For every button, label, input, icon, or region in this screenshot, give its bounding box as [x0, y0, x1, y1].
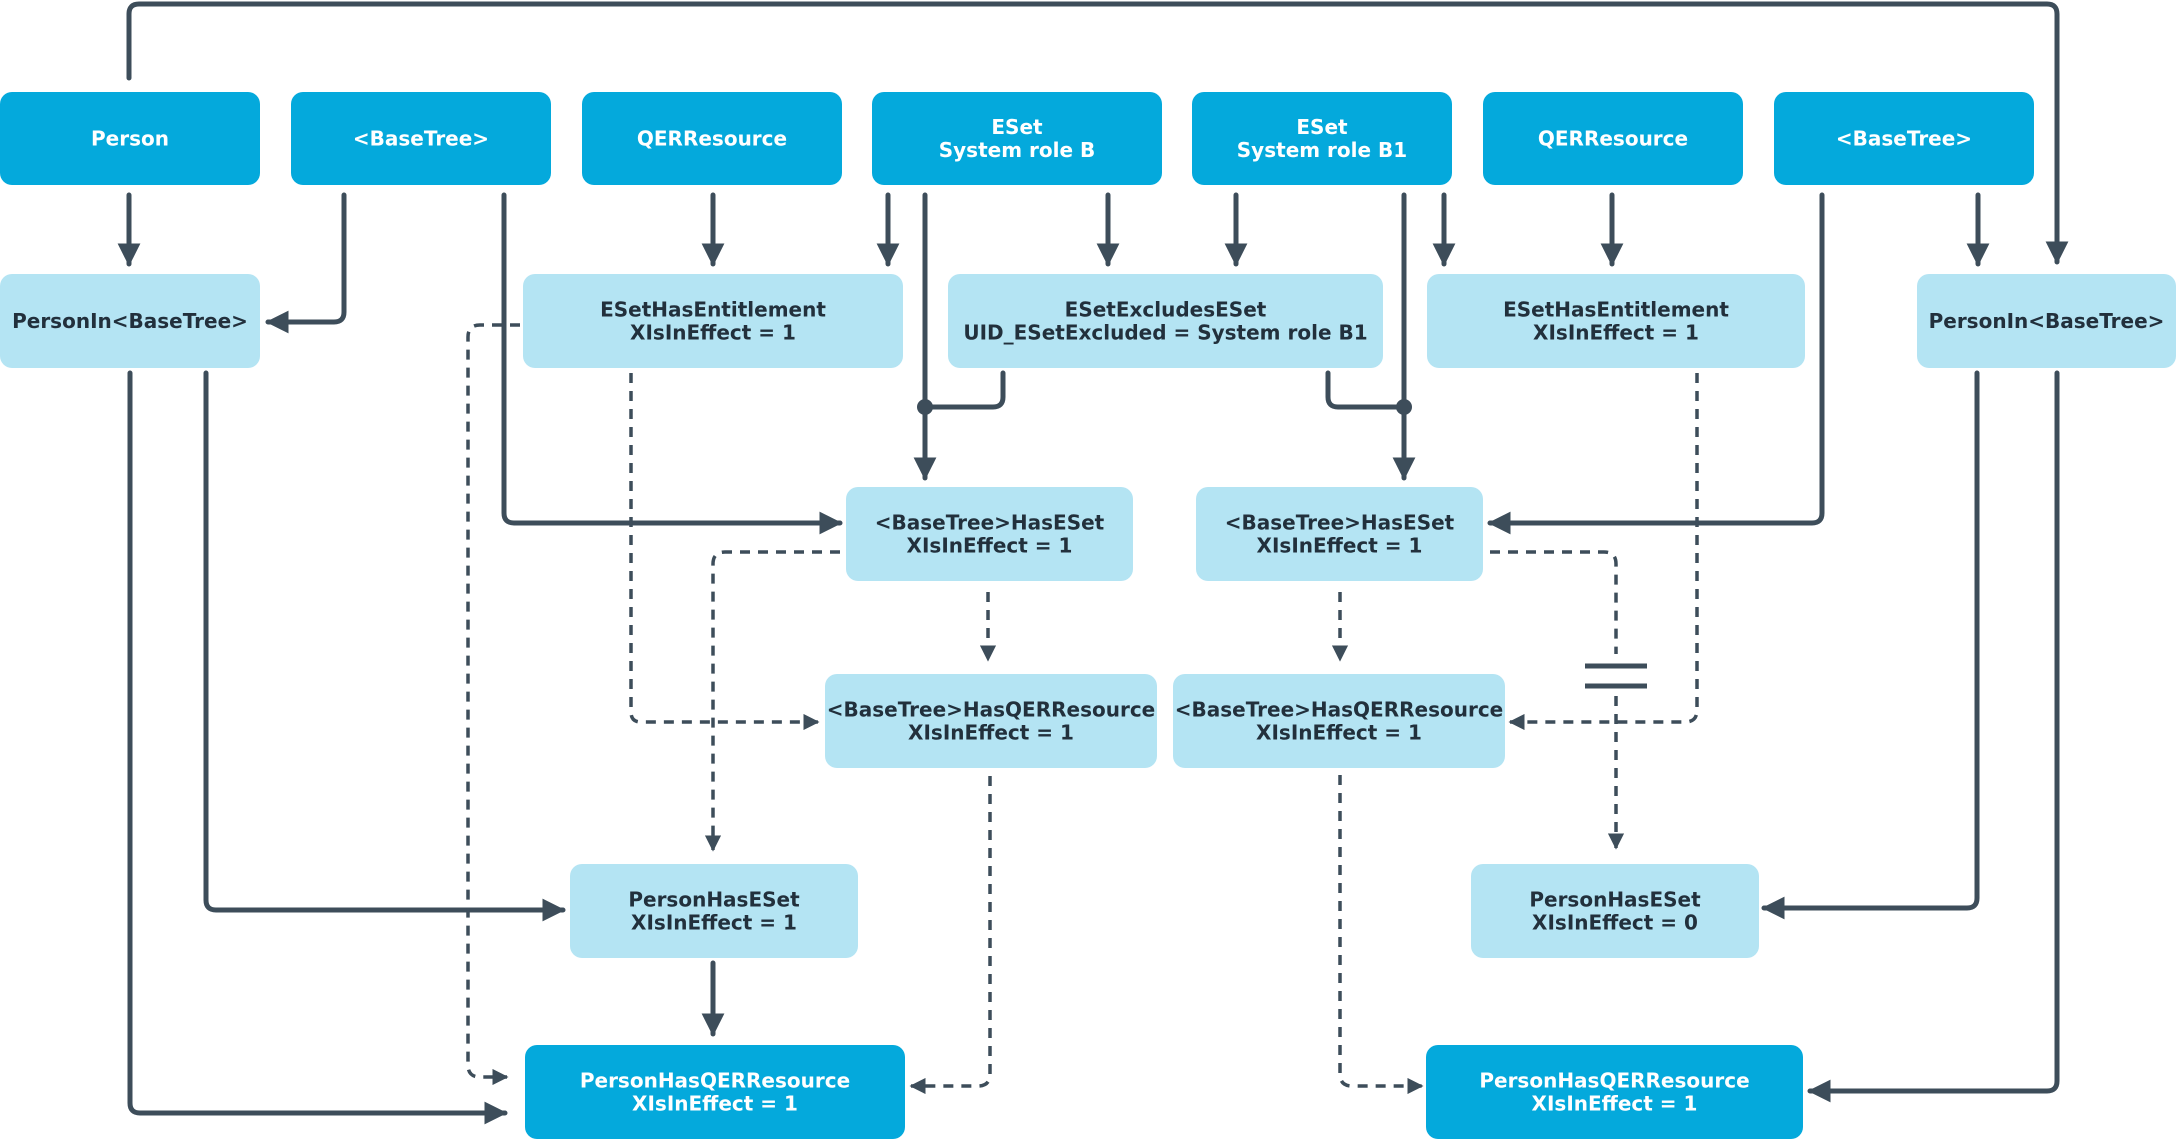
dashed-entitlement-left-to-hasqer-left	[629, 373, 820, 731]
dashed-entitlement-right-to-hasqer-right	[1508, 373, 1699, 731]
node-box	[1196, 487, 1483, 581]
node-box	[525, 1045, 905, 1139]
node-basetree-top-left: <BaseTree>	[291, 92, 551, 185]
node-box	[1917, 274, 2176, 368]
dashed-hasqer-left-to-personhasqer-left	[909, 776, 992, 1095]
node-box	[1483, 92, 1743, 185]
node-box	[1173, 674, 1505, 768]
node-basetree-top-right: <BaseTree>	[1774, 92, 2034, 185]
node-label-line: PersonIn<BaseTree>	[12, 309, 248, 333]
connector-basetree-to-hasEset-right	[1487, 192, 1825, 535]
node-label-line: XIsInEffect = 0	[1532, 911, 1698, 935]
node-label-line: UID_ESetExcluded = System role B1	[963, 321, 1367, 345]
node-label-line: XIsInEffect = 1	[907, 534, 1073, 558]
node-label-line: Person	[91, 127, 169, 151]
dashed-haseset-right-to-personhaseset-right-a	[1490, 550, 1618, 654]
node-label-line: PersonHasESet	[628, 888, 800, 912]
node-person-in-basetree-right: PersonIn<BaseTree>	[1917, 274, 2176, 368]
node-label-line: <BaseTree>HasQERResource	[827, 698, 1156, 722]
dashed-haseset-left-to-personhaseset-left	[704, 550, 840, 852]
node-label-line: <BaseTree>	[1836, 127, 1972, 151]
node-box	[846, 487, 1133, 581]
junction-dot-right	[1396, 399, 1412, 415]
node-person-top: Person	[0, 92, 260, 185]
node-label-line: <BaseTree>	[353, 127, 489, 151]
node-label-line: <BaseTree>HasESet	[875, 511, 1105, 535]
node-label-line: XIsInEffect = 1	[630, 321, 796, 345]
node-label-line: PersonHasQERResource	[580, 1069, 850, 1093]
node-label-line: QERResource	[637, 127, 787, 151]
node-box	[872, 92, 1162, 185]
node-label-line: XIsInEffect = 1	[1533, 321, 1699, 345]
node-label-line: PersonHasESet	[1529, 888, 1701, 912]
node-label-line: XIsInEffect = 1	[1257, 534, 1423, 558]
node-box	[0, 92, 260, 185]
connector-person-to-personin-right	[126, 1, 2069, 265]
connector-personin-left-to-personhasqer	[127, 370, 508, 1125]
node-label-line: XIsInEffect = 1	[1256, 721, 1422, 745]
node-box	[582, 92, 842, 185]
node-label-line: XIsInEffect = 1	[631, 911, 797, 935]
node-box	[1426, 1045, 1803, 1139]
connector-excludes-to-right-join	[1325, 370, 1407, 410]
node-box	[948, 274, 1383, 368]
node-box	[0, 274, 260, 368]
node-label-line: <BaseTree>HasESet	[1225, 511, 1455, 535]
connector-personin-left-to-personhaseset	[203, 370, 566, 922]
junction-dot-left	[917, 399, 933, 415]
connector-excludes-to-left-join	[922, 370, 1006, 410]
node-qerresource-top-left: QERResource	[582, 92, 842, 185]
node-box	[291, 92, 551, 185]
connector-basetree-to-hasEset-left	[501, 192, 843, 535]
node-label-line: QERResource	[1538, 127, 1688, 151]
connector-personin-right-to-personhaseset	[1761, 370, 1980, 920]
node-label-line: System role B1	[1237, 138, 1407, 162]
node-label-line: XIsInEffect = 1	[1532, 1092, 1698, 1116]
node-label-line: ESet	[1296, 115, 1348, 139]
node-label-line: PersonIn<BaseTree>	[1929, 309, 2165, 333]
node-box	[1774, 92, 2034, 185]
node-box	[570, 864, 858, 958]
node-box	[1192, 92, 1452, 185]
connector-basetree-to-personin-left	[265, 192, 347, 334]
node-box	[1427, 274, 1805, 368]
node-box	[1471, 864, 1759, 958]
node-qerresource-top-right: QERResource	[1483, 92, 1743, 185]
node-label-line: <BaseTree>HasQERResource	[1175, 698, 1504, 722]
dashed-entitlement-left-to-personhasqer	[466, 323, 520, 1086]
node-label-line: ESetExcludesESet	[1065, 298, 1267, 322]
connector-personin-right-to-personhasqer	[1807, 370, 2060, 1103]
node-person-in-basetree-left: PersonIn<BaseTree>	[0, 274, 260, 368]
node-label-line: ESetHasEntitlement	[1503, 298, 1729, 322]
node-box	[523, 274, 903, 368]
node-label-line: PersonHasQERResource	[1479, 1069, 1749, 1093]
dashed-hasqer-right-to-personhasqer-right	[1338, 775, 1424, 1095]
node-label-line: System role B	[939, 138, 1096, 162]
node-label-line: ESet	[991, 115, 1043, 139]
node-label-line: XIsInEffect = 1	[632, 1092, 798, 1116]
node-label-line: XIsInEffect = 1	[908, 721, 1074, 745]
node-box	[825, 674, 1157, 768]
interruption-marker	[1585, 663, 1647, 689]
node-label-line: ESetHasEntitlement	[600, 298, 826, 322]
